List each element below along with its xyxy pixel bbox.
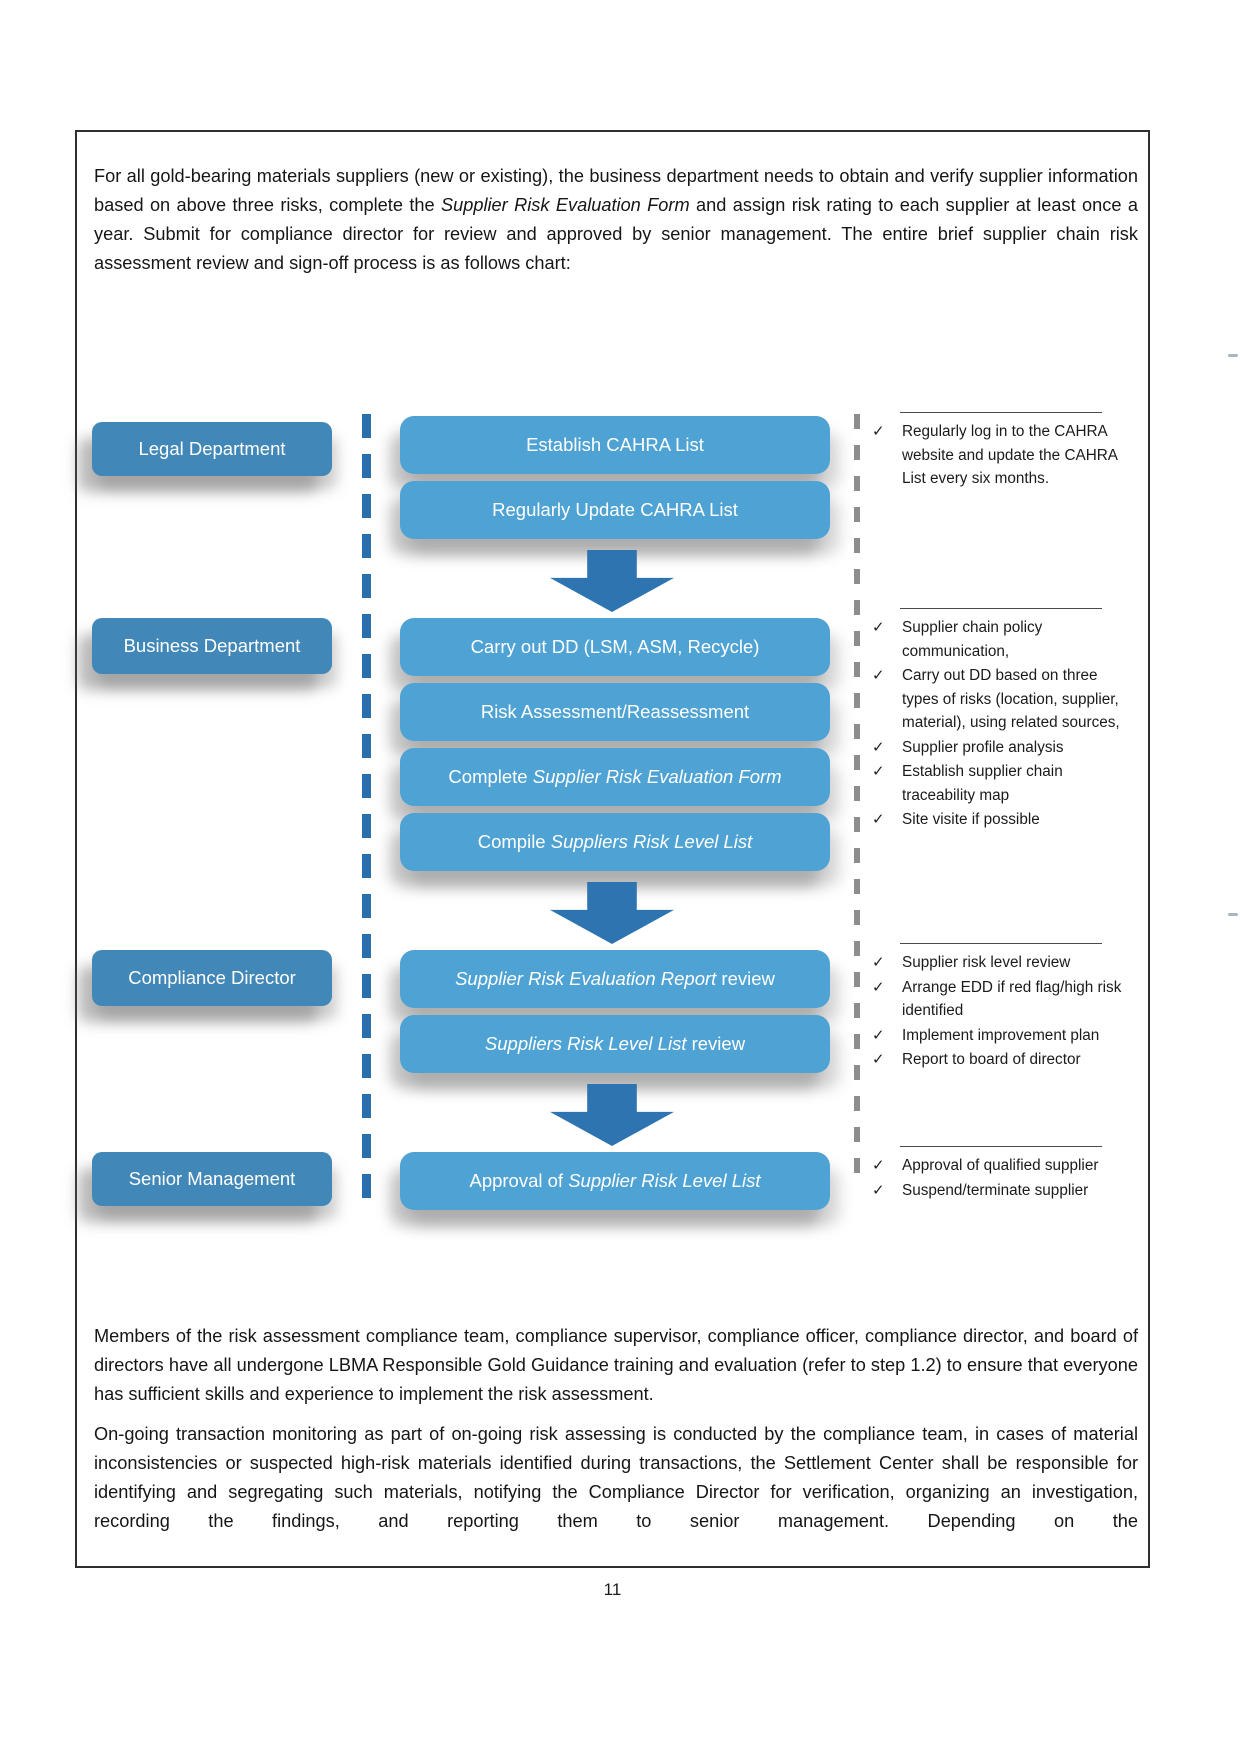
note-text: Approval of qualified supplier bbox=[902, 1157, 1099, 1174]
actor-box-senior-management: Senior Management bbox=[92, 1152, 332, 1206]
note-text: Arrange EDD if red flag/high risk identi… bbox=[902, 978, 1122, 1020]
actor-label: Business Department bbox=[123, 635, 301, 656]
intro-text-italic: Supplier Risk Evaluation Form bbox=[441, 195, 690, 215]
note-text: Regularly log in to the CAHRA website an… bbox=[902, 423, 1118, 487]
note-text: Implement improvement plan bbox=[902, 1026, 1100, 1044]
note-item: ✓ Approval of qualified supplier bbox=[872, 1154, 1140, 1178]
actor-label: Senior Management bbox=[128, 1168, 296, 1189]
note-item: ✓ Suspend/terminate supplier bbox=[872, 1179, 1140, 1203]
scan-artifact bbox=[1228, 354, 1238, 357]
note-text: Supplier profile analysis bbox=[902, 738, 1064, 756]
actor-label: Legal Department bbox=[138, 438, 286, 459]
scan-artifact bbox=[1228, 913, 1238, 916]
note-text: Site visite if possible bbox=[902, 811, 1040, 828]
box-text-italic: Supplier Risk Level List bbox=[568, 1170, 761, 1191]
page-number: 11 bbox=[603, 1580, 622, 1599]
check-icon: ✓ bbox=[872, 978, 885, 996]
note-item: ✓ Regularly log in to the CAHRA website a… bbox=[872, 420, 1140, 491]
process-box-risk-level-list-review: Suppliers Risk Level List review bbox=[400, 1015, 830, 1073]
check-icon: ✓ bbox=[872, 1157, 885, 1174]
check-icon: ✓ bbox=[872, 619, 885, 636]
notes-business-department: ✓ Supplier chain policy communication, ✓ C… bbox=[872, 608, 1140, 833]
dashed-divider-blue bbox=[362, 414, 371, 1214]
notes-legal-department: ✓ Regularly log in to the CAHRA website a… bbox=[872, 412, 1140, 492]
check-icon: ✓ bbox=[872, 763, 885, 780]
check-icon: ✓ bbox=[872, 1051, 885, 1068]
process-box-compile-risk-level-list: Compile Suppliers Risk Level List bbox=[400, 813, 830, 871]
note-text: Carry out DD based on three types of ris… bbox=[902, 667, 1120, 731]
check-icon: ✓ bbox=[872, 1181, 885, 1199]
check-icon: ✓ bbox=[872, 667, 885, 684]
note-item: ✓ Carry out DD based on three types of ri… bbox=[872, 664, 1140, 735]
check-icon: ✓ bbox=[872, 738, 885, 756]
box-text: Risk Assessment/Reassessment bbox=[480, 701, 750, 722]
box-text: review bbox=[716, 968, 775, 989]
closing-paragraph-1: Members of the risk assessment complianc… bbox=[94, 1326, 1138, 1404]
notes-divider bbox=[900, 412, 1102, 413]
box-text-italic: Supplier Risk Evaluation Report bbox=[455, 968, 717, 989]
dashed-divider-gray bbox=[854, 414, 860, 1174]
check-icon: ✓ bbox=[872, 811, 885, 828]
box-text: Establish CAHRA List bbox=[526, 434, 704, 455]
note-item: ✓ Establish supplier chain traceability m… bbox=[872, 760, 1140, 807]
process-box-carry-out-dd: Carry out DD (LSM, ASM, Recycle) bbox=[400, 618, 830, 676]
note-item: ✓ Report to board of director bbox=[872, 1048, 1140, 1072]
box-text-italic: Supplier Risk Evaluation Form bbox=[532, 766, 782, 787]
box-text: review bbox=[686, 1033, 746, 1054]
process-box-approval-risk-level-list: Approval of Supplier Risk Level List bbox=[400, 1152, 830, 1210]
notes-compliance-director: ✓ Supplier risk level review ✓ Arrange EDD… bbox=[872, 943, 1140, 1073]
note-text: Suspend/terminate supplier bbox=[902, 1181, 1089, 1199]
actor-box-business-department: Business Department bbox=[92, 618, 332, 674]
note-item: ✓ Arrange EDD if red flag/high risk ident… bbox=[872, 976, 1140, 1023]
actor-label: Compliance Director bbox=[128, 967, 296, 988]
notes-senior-management: ✓ Approval of qualified supplier ✓ Suspend… bbox=[872, 1146, 1140, 1203]
check-icon: ✓ bbox=[872, 954, 885, 971]
note-item: ✓ Implement improvement plan bbox=[872, 1024, 1140, 1048]
note-item: ✓ Site visite if possible bbox=[872, 808, 1140, 832]
notes-divider bbox=[900, 1146, 1102, 1147]
note-text: Establish supplier chain traceability ma… bbox=[902, 763, 1063, 804]
note-text: Supplier chain policy communication, bbox=[902, 619, 1043, 660]
note-item: ✓ Supplier chain policy communication, bbox=[872, 616, 1140, 663]
box-text: Carry out DD (LSM, ASM, Recycle) bbox=[470, 636, 760, 657]
box-text: Complete bbox=[448, 766, 533, 787]
process-box-risk-assessment: Risk Assessment/Reassessment bbox=[400, 683, 830, 741]
intro-paragraph: For all gold-bearing materials suppliers… bbox=[94, 162, 1138, 278]
intro-text-post: and assign risk rating to each supplier … bbox=[94, 195, 1138, 273]
process-box-complete-evaluation-form: Complete Supplier Risk Evaluation Form bbox=[400, 748, 830, 806]
process-box-evaluation-report-review: Supplier Risk Evaluation Report review bbox=[400, 950, 830, 1008]
process-box-establish-cahra-list: Establish CAHRA List bbox=[400, 416, 830, 474]
check-icon: ✓ bbox=[872, 423, 885, 440]
notes-divider bbox=[900, 608, 1102, 609]
box-text: Compile bbox=[477, 831, 551, 852]
note-text: Report to board of director bbox=[902, 1051, 1081, 1068]
check-icon: ✓ bbox=[872, 1026, 885, 1044]
page-border bbox=[75, 130, 1150, 1568]
note-text: Supplier risk level review bbox=[902, 954, 1071, 971]
note-item: ✓ Supplier risk level review bbox=[872, 951, 1140, 975]
process-box-update-cahra-list: Regularly Update CAHRA List bbox=[400, 481, 830, 539]
box-text-italic: Suppliers Risk Level List bbox=[484, 1033, 687, 1054]
actor-box-compliance-director: Compliance Director bbox=[92, 950, 332, 1006]
note-item: ✓ Supplier profile analysis bbox=[872, 736, 1140, 760]
box-text-italic: Suppliers Risk Level List bbox=[550, 831, 753, 852]
intro-text-pre: For all gold-bearing materials suppliers… bbox=[94, 166, 1138, 215]
box-text: Regularly Update CAHRA List bbox=[492, 499, 738, 520]
closing-paragraph-2: On-going transaction monitoring as part … bbox=[94, 1424, 1138, 1531]
actor-box-legal-department: Legal Department bbox=[92, 422, 332, 476]
box-text: Approval of bbox=[469, 1170, 569, 1191]
notes-divider bbox=[900, 943, 1102, 944]
